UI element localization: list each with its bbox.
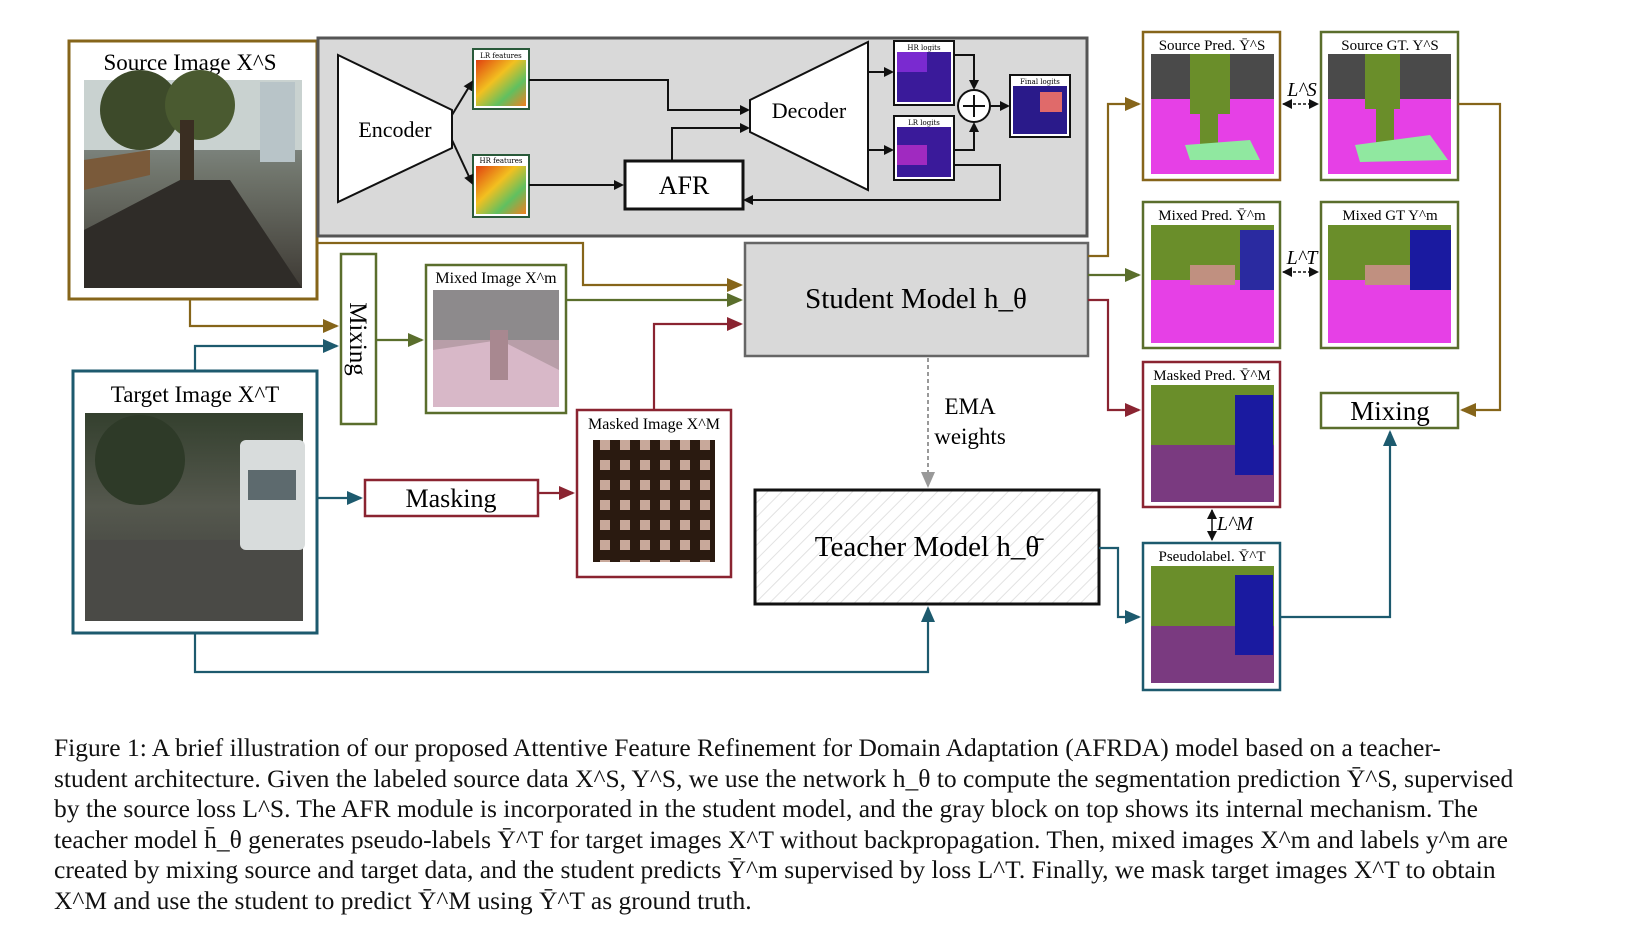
mixed-image-panel: Mixed Image X^m [424, 263, 568, 415]
source-pred-panel: Source Pred. Ȳ^S [1141, 30, 1282, 182]
arrow-student-to-masked-pred [1088, 298, 1141, 417]
target-image-panel: Target Image X^T [71, 369, 319, 635]
arrow-source-to-student [317, 241, 743, 292]
masking-block: Masking [363, 478, 540, 518]
target-image-label: Target Image X^T [111, 382, 279, 407]
afr-block [623, 159, 745, 211]
teacher-model-label: Teacher Model h_θ̄ [815, 531, 1044, 563]
arrow-teacher-to-pseudolabel [1099, 546, 1141, 624]
caption-line-6: X^M and use the student to predict Ȳ^M u… [54, 885, 752, 915]
encoder-label: Encoder [358, 117, 432, 142]
final-logits-label: Final logits [1020, 78, 1060, 86]
arrow-masked-to-student [652, 317, 743, 410]
arrow-target-to-teacher [193, 606, 935, 674]
mixed-pred-panel: Mixed Pred. Ȳ^m [1141, 200, 1282, 350]
source-pred-label: Source Pred. Ȳ^S [1159, 38, 1266, 54]
caption-line-2: student architecture. Given the labeled … [54, 763, 1514, 793]
source-image-label: Source Image X^S [103, 50, 276, 75]
caption-line-3: by the source loss L^S. The AFR module i… [54, 794, 1478, 823]
arrow-pseudolabel-to-mixing [1280, 430, 1397, 619]
caption-line-4: teacher model h̄_θ generates pseudo-labe… [54, 824, 1508, 854]
teacher-model-block: Teacher Model h_θ̄ [753, 488, 1101, 606]
ema-label-line2: weights [934, 424, 1006, 449]
mixing-block-vertical: Mixing [339, 252, 378, 426]
figure-caption: Figure 1: A brief illustration of our pr… [54, 733, 1609, 916]
arrow-student-to-source-pred [1088, 97, 1141, 258]
masked-pred-panel: Masked Pred. Ȳ^M [1141, 360, 1282, 509]
mixing-block-right: Mixing [1319, 391, 1460, 430]
mixing-vertical-label: Mixing [344, 302, 371, 376]
decoder-label: Decoder [772, 98, 847, 123]
masked-image-label: Masked Image X^M [588, 416, 720, 433]
ema-label-line1: EMA [944, 394, 996, 419]
encoder-block [337, 53, 453, 204]
source-gt-panel: Source GT. Y^S [1319, 30, 1460, 182]
mixed-gt-label: Mixed GT Y^m [1342, 208, 1438, 224]
source-gt-label: Source GT. Y^S [1341, 38, 1438, 54]
source-image-panel: Source Image X^S [67, 39, 319, 301]
arrow-source-to-mixing [188, 299, 339, 333]
pseudolabel-label: Pseudolabel. Ȳ^T [1158, 549, 1265, 565]
lr-features-label: LR features [480, 52, 522, 60]
mixed-pred-label: Mixed Pred. Ȳ^m [1158, 208, 1266, 224]
arrow-target-to-mixing [193, 339, 339, 371]
pseudolabel-panel: Pseudolabel. Ȳ^T [1141, 541, 1282, 692]
hr-features-label: HR features [480, 157, 523, 165]
loss-t-label: L^T [1286, 247, 1320, 269]
architecture-diagram: Source Image X^S Target Image X^T Encode… [67, 30, 1502, 692]
loss-s-label: L^S [1286, 79, 1317, 101]
masked-image-panel: Masked Image X^M [575, 408, 733, 579]
arrow-source-gt-to-mixing [1458, 102, 1502, 417]
mixed-image-label: Mixed Image X^m [435, 270, 557, 287]
loss-m-label: L^M [1216, 513, 1255, 535]
student-model-label: Student Model h_θ [805, 283, 1027, 315]
hr-logits-label: HR logits [907, 44, 941, 52]
lr-logits-label: LR logits [908, 119, 940, 127]
afr-label: AFR [659, 171, 710, 200]
student-model-block: Student Model h_θ [743, 241, 1090, 358]
masked-pred-label: Masked Pred. Ȳ^M [1153, 368, 1270, 384]
afr-internal-block: Encoder LR features HR features AFR Deco… [316, 36, 1089, 238]
mixing-right-label: Mixing [1350, 396, 1430, 426]
decoder-block [749, 40, 869, 192]
mixed-gt-panel: Mixed GT Y^m [1319, 200, 1460, 350]
caption-line-5: created by mixing source and target data… [54, 855, 1496, 884]
masking-label: Masking [406, 484, 497, 513]
caption-line-1: Figure 1: A brief illustration of our pr… [54, 733, 1441, 762]
